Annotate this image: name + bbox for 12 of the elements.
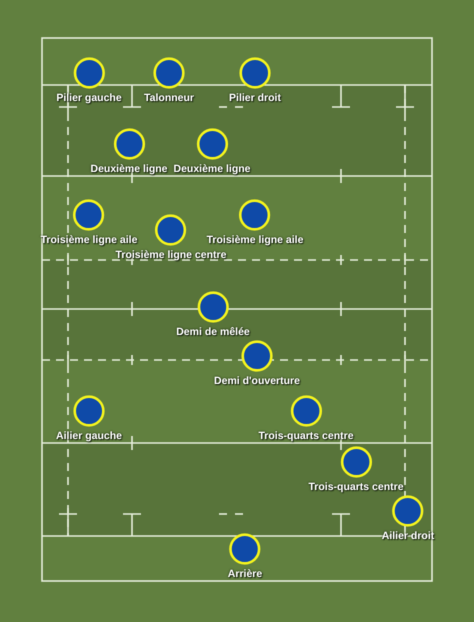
player-name: Demi d'ouverture	[214, 375, 300, 387]
player-name: Trois-quarts centre	[308, 481, 404, 493]
player-name: Demi de mêlée	[176, 326, 250, 338]
player-name: Ailier gauche	[56, 430, 122, 442]
player-name: Deuxième ligne	[173, 163, 251, 175]
player-name: Pilier droit	[229, 92, 281, 104]
player-name: Arrière	[228, 568, 262, 580]
player-name: Trois-quarts centre	[258, 430, 354, 442]
player-name: Troisième ligne centre	[116, 249, 226, 261]
player-name: Deuxième ligne	[90, 163, 168, 175]
player-name: Troisième ligne aile	[206, 234, 304, 246]
player-name: Talonneur	[144, 92, 194, 104]
